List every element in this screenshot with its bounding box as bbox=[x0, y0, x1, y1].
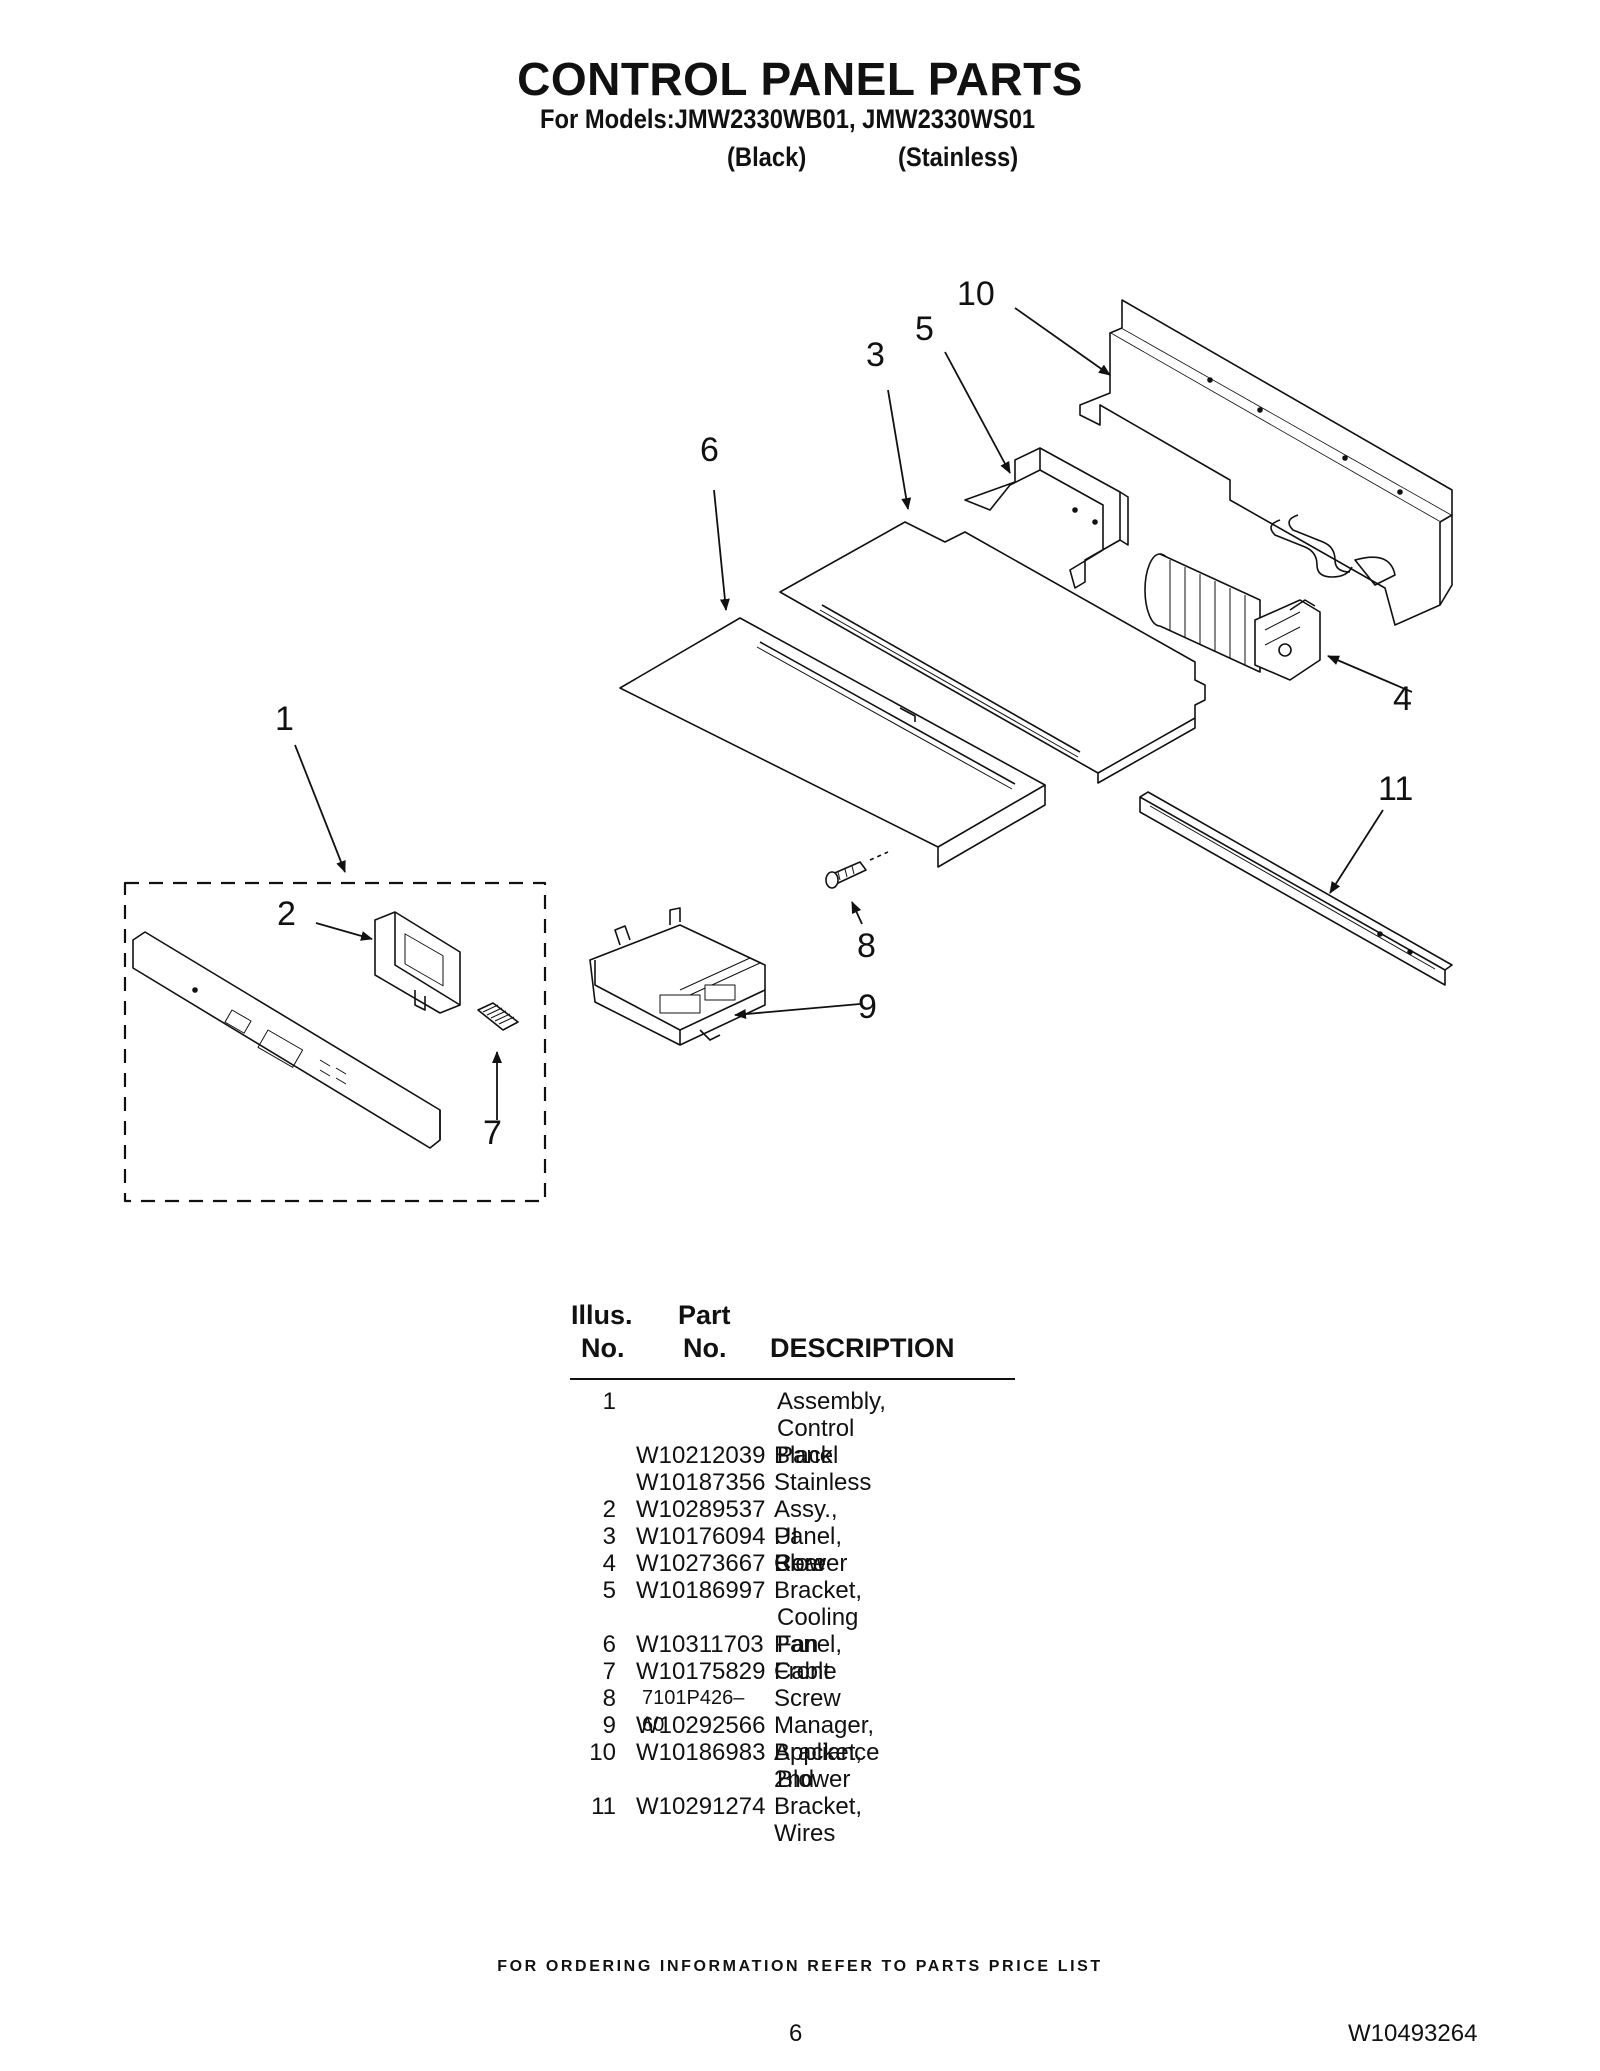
callout-7: 7 bbox=[483, 1114, 502, 1152]
exploded-parts-diagram bbox=[123, 299, 1453, 1203]
callout-2: 2 bbox=[277, 895, 296, 933]
leader-6 bbox=[713, 489, 730, 611]
leader-4 bbox=[1327, 655, 1413, 693]
part-8-screw bbox=[825, 851, 889, 889]
document-number: W10493264 bbox=[1348, 2020, 1478, 2047]
finish-stainless-label: (Stainless) bbox=[898, 142, 1019, 172]
callout-9: 9 bbox=[858, 988, 877, 1026]
header-rule bbox=[570, 1378, 1015, 1380]
callout-1: 1 bbox=[275, 700, 294, 738]
part-10-bracket-2nd-blower bbox=[1079, 299, 1453, 626]
callout-4: 4 bbox=[1393, 680, 1412, 718]
part-2-assy-ui-core bbox=[374, 911, 461, 1014]
models-line: For Models:JMW2330WB01, JMW2330WS01 bbox=[540, 104, 1036, 134]
leader-1 bbox=[294, 744, 346, 873]
page-title: CONTROL PANEL PARTS bbox=[517, 53, 1083, 105]
leader-5 bbox=[944, 351, 1011, 474]
leader-3 bbox=[887, 389, 912, 510]
part-4-blower bbox=[1144, 553, 1321, 681]
part-3-panel-rear bbox=[779, 521, 1206, 784]
leader-2 bbox=[315, 922, 373, 941]
page-number: 6 bbox=[789, 2020, 803, 2047]
leader-9 bbox=[734, 1003, 861, 1020]
assembly-1-boundary bbox=[123, 881, 547, 1203]
callout-5: 5 bbox=[915, 310, 934, 348]
callout-3: 3 bbox=[866, 336, 885, 374]
callout-6: 6 bbox=[700, 431, 719, 469]
part-6-panel-front bbox=[619, 617, 1046, 868]
part-11-bracket-wires bbox=[1139, 791, 1453, 986]
col-description-header: DESCRIPTION bbox=[770, 1333, 955, 1363]
callout-10: 10 bbox=[957, 275, 995, 313]
callout-11: 11 bbox=[1378, 770, 1414, 808]
col-part-header-2: No. bbox=[683, 1333, 727, 1363]
callout-8: 8 bbox=[857, 927, 876, 965]
part-7-cable bbox=[477, 1002, 519, 1031]
part-9-manager-appliance bbox=[589, 907, 766, 1046]
leader-8 bbox=[851, 901, 863, 925]
col-illus-header-1: Illus. bbox=[571, 1300, 633, 1330]
part-5-bracket-cooling-fan bbox=[964, 447, 1129, 589]
col-illus-header-2: No. bbox=[581, 1333, 625, 1363]
ordering-note: FOR ORDERING INFORMATION REFER TO PARTS … bbox=[497, 1958, 1103, 1975]
finish-black-label: (Black) bbox=[727, 142, 807, 172]
part-1-control-panel bbox=[132, 931, 441, 1149]
leader-10 bbox=[1014, 307, 1111, 376]
leader-11 bbox=[1329, 809, 1384, 894]
col-part-header-1: Part bbox=[678, 1300, 731, 1330]
